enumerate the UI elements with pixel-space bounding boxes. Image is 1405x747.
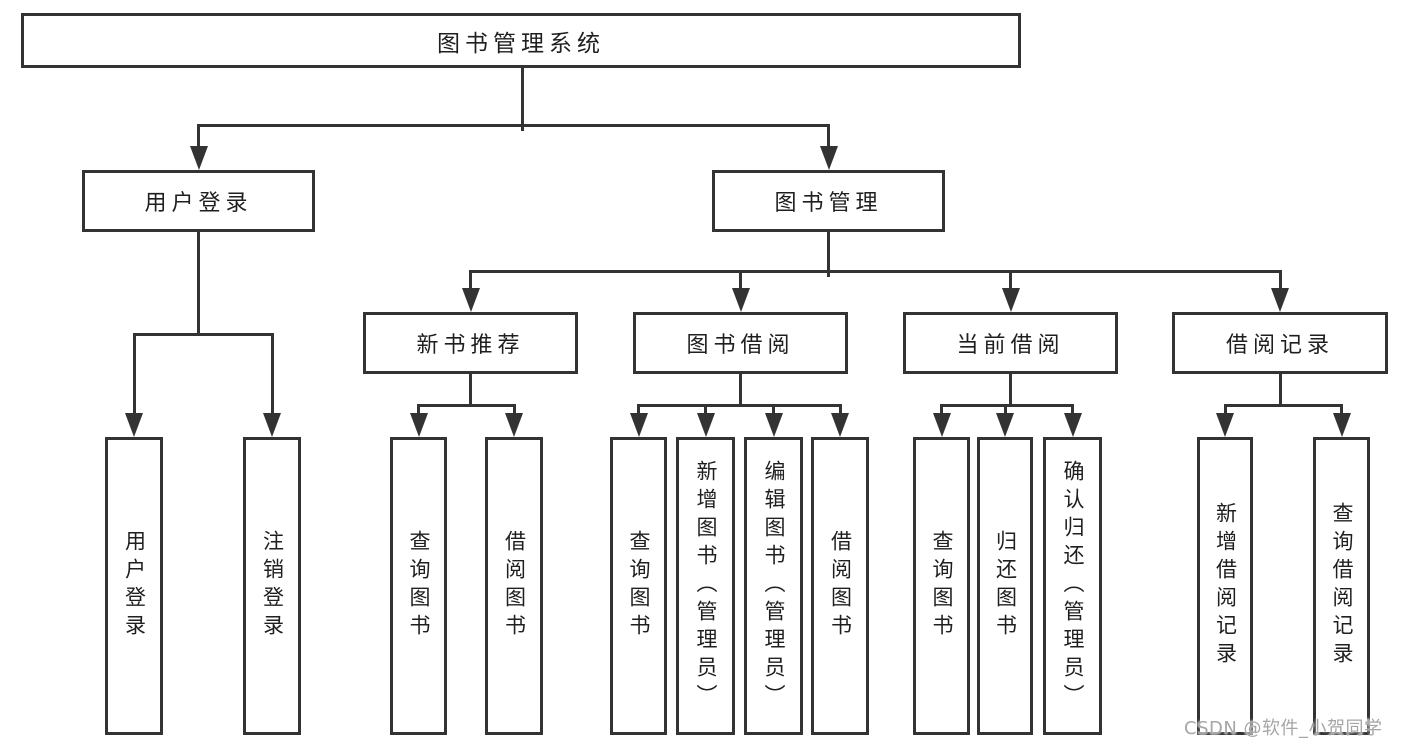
- connector-line: [1279, 374, 1282, 406]
- leaf-label: 借阅图书: [502, 530, 527, 642]
- leaf-label: 新增图书（管理员）: [694, 460, 718, 712]
- leaf-confirm-return-admin: 确认归还（管理员）: [1043, 437, 1102, 735]
- connector-line: [133, 333, 136, 415]
- connector-line: [772, 404, 775, 417]
- connector-line: [940, 404, 943, 417]
- arrow-down-icon: [263, 413, 281, 437]
- connector-line: [940, 404, 1074, 407]
- arrow-down-icon: [462, 288, 480, 312]
- connector-line: [739, 374, 742, 406]
- arrow-down-icon: [996, 413, 1014, 437]
- leaf-label: 查询图书: [930, 530, 954, 642]
- connector-line: [521, 68, 524, 131]
- leaf-label: 借阅图书: [828, 530, 853, 642]
- leaf-label: 确认归还（管理员）: [1061, 460, 1085, 712]
- connector-line: [1009, 270, 1012, 290]
- arrow-down-icon: [765, 413, 783, 437]
- leaf-label: 新增借阅记录: [1213, 502, 1238, 670]
- connector-line: [1224, 404, 1227, 417]
- leaf-add-borrow-record: 新增借阅记录: [1197, 437, 1253, 735]
- leaf-label: 归还图书: [993, 530, 1018, 642]
- connector-line: [1340, 404, 1343, 417]
- leaf-query-borrow-record: 查询借阅记录: [1313, 437, 1370, 735]
- leaf-query-book-borrow: 查询图书: [610, 437, 667, 735]
- leaf-logout: 注销登录: [243, 437, 301, 735]
- node-library-management-system: 图书管理系统: [21, 13, 1021, 68]
- connector-line: [417, 404, 420, 417]
- connector-line: [637, 404, 640, 417]
- connector-line: [469, 374, 472, 406]
- leaf-return-book: 归还图书: [977, 437, 1033, 735]
- connector-line: [1004, 404, 1007, 417]
- connector-line: [513, 404, 516, 417]
- arrow-down-icon: [1333, 413, 1351, 437]
- arrow-down-icon: [505, 413, 523, 437]
- connector-line: [469, 270, 472, 290]
- connector-line: [637, 404, 842, 407]
- connector-line: [1279, 270, 1282, 290]
- node-book-management: 图书管理: [712, 170, 945, 232]
- leaf-borrow-book-recommend: 借阅图书: [485, 437, 543, 735]
- node-book-borrow: 图书借阅: [633, 312, 848, 374]
- leaf-query-book-recommend: 查询图书: [390, 437, 447, 735]
- arrow-down-icon: [125, 413, 143, 437]
- arrow-down-icon: [1216, 413, 1234, 437]
- connector-line: [197, 124, 830, 127]
- leaf-user-login: 用户登录: [105, 437, 163, 735]
- arrow-down-icon: [1002, 288, 1020, 312]
- arrow-down-icon: [820, 146, 838, 170]
- arrow-down-icon: [410, 413, 428, 437]
- arrow-down-icon: [697, 413, 715, 437]
- connector-line: [1224, 404, 1343, 407]
- node-borrow-record: 借阅记录: [1172, 312, 1388, 374]
- arrow-down-icon: [1064, 413, 1082, 437]
- connector-line: [827, 124, 830, 148]
- arrow-down-icon: [831, 413, 849, 437]
- csdn-watermark: CSDN @软件_小贺同学: [1184, 718, 1383, 739]
- node-current-borrow: 当前借阅: [903, 312, 1118, 374]
- connector-line: [417, 404, 516, 407]
- node-user-login: 用户登录: [82, 170, 315, 232]
- arrow-down-icon: [933, 413, 951, 437]
- leaf-borrow-book: 借阅图书: [811, 437, 869, 735]
- node-new-book-recommend: 新书推荐: [363, 312, 578, 374]
- connector-line: [739, 270, 742, 290]
- arrow-down-icon: [630, 413, 648, 437]
- leaf-add-book-admin: 新增图书（管理员）: [676, 437, 735, 735]
- connector-line: [197, 124, 200, 148]
- leaf-label: 注销登录: [260, 530, 285, 642]
- arrow-down-icon: [190, 146, 208, 170]
- connector-line: [704, 404, 707, 417]
- connector-line: [469, 270, 1282, 273]
- leaf-label: 用户登录: [122, 530, 147, 642]
- connector-line: [271, 333, 274, 415]
- arrow-down-icon: [1271, 288, 1289, 312]
- leaf-label: 查询借阅记录: [1330, 502, 1354, 670]
- arrow-down-icon: [732, 288, 750, 312]
- connector-line: [839, 404, 842, 417]
- connector-line: [827, 232, 830, 277]
- connector-line: [197, 232, 200, 336]
- leaf-query-book-current: 查询图书: [913, 437, 970, 735]
- leaf-label: 编辑图书（管理员）: [762, 460, 786, 712]
- leaf-label: 查询图书: [407, 530, 431, 642]
- connector-line: [133, 333, 274, 336]
- connector-line: [1071, 404, 1074, 417]
- connector-line: [1009, 374, 1012, 406]
- leaf-edit-book-admin: 编辑图书（管理员）: [744, 437, 803, 735]
- leaf-label: 查询图书: [627, 530, 651, 642]
